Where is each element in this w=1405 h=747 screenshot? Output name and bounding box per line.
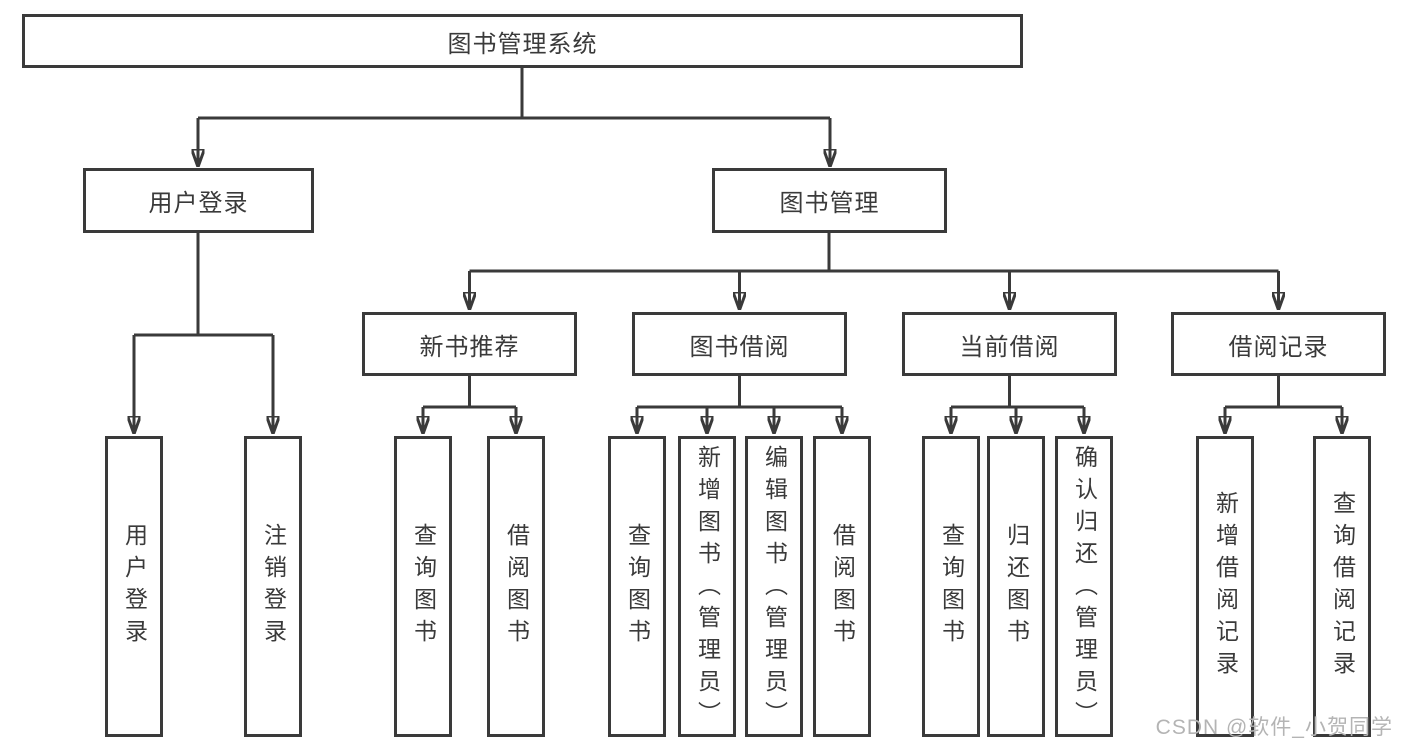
leaf-borrow-books: 借阅图书 bbox=[813, 436, 871, 737]
leaf-query-borrow-record: 查询借阅记录 bbox=[1313, 436, 1371, 737]
node-new-book-recommend: 新书推荐 bbox=[362, 312, 577, 376]
node-label: 新增图书（管理员） bbox=[694, 445, 721, 733]
node-label: 用户登录 bbox=[121, 522, 148, 651]
node-label: 当前借阅 bbox=[959, 333, 1060, 361]
leaf-add-book-admin: 新增图书（管理员） bbox=[678, 436, 736, 737]
node-label: 归还图书 bbox=[1003, 522, 1030, 651]
node-label: 新增借阅记录 bbox=[1212, 490, 1239, 683]
node-label: 查询图书 bbox=[410, 522, 437, 651]
leaf-query-books-current: 查询图书 bbox=[922, 436, 980, 737]
leaf-edit-book-admin: 编辑图书（管理员） bbox=[745, 436, 803, 737]
node-book-management: 图书管理 bbox=[712, 168, 947, 233]
node-book-borrow: 图书借阅 bbox=[632, 312, 847, 376]
node-label: 图书借阅 bbox=[689, 333, 790, 361]
node-label: 图书管理系统 bbox=[447, 30, 598, 58]
leaf-add-borrow-record: 新增借阅记录 bbox=[1196, 436, 1254, 737]
csdn-watermark: CSDN @软件_小贺同学 bbox=[1155, 716, 1393, 739]
node-label: 用户登录 bbox=[148, 190, 249, 217]
node-label: 借阅图书 bbox=[829, 522, 856, 651]
node-label: 图书管理 bbox=[779, 190, 880, 217]
node-label: 查询图书 bbox=[624, 522, 651, 651]
leaf-logout: 注销登录 bbox=[244, 436, 302, 737]
node-label: 借阅记录 bbox=[1228, 333, 1329, 361]
node-label: 确认归还（管理员） bbox=[1071, 445, 1098, 733]
node-label: 注销登录 bbox=[260, 522, 287, 651]
node-label: 查询图书 bbox=[938, 522, 965, 651]
node-user-login: 用户登录 bbox=[83, 168, 314, 233]
leaf-confirm-return-admin: 确认归还（管理员） bbox=[1055, 436, 1113, 737]
node-label: 借阅图书 bbox=[503, 522, 530, 651]
leaf-query-books-borrow: 查询图书 bbox=[608, 436, 666, 737]
node-label: 查询借阅记录 bbox=[1329, 490, 1356, 683]
node-root-system: 图书管理系统 bbox=[22, 14, 1023, 68]
leaf-return-book: 归还图书 bbox=[987, 436, 1045, 737]
node-label: 编辑图书（管理员） bbox=[761, 445, 788, 733]
node-current-borrow: 当前借阅 bbox=[902, 312, 1117, 376]
leaf-user-login: 用户登录 bbox=[105, 436, 163, 737]
node-label: 新书推荐 bbox=[419, 333, 520, 361]
leaf-borrow-books-recommend: 借阅图书 bbox=[487, 436, 545, 737]
leaf-query-books-recommend: 查询图书 bbox=[394, 436, 452, 737]
node-borrow-records: 借阅记录 bbox=[1171, 312, 1386, 376]
